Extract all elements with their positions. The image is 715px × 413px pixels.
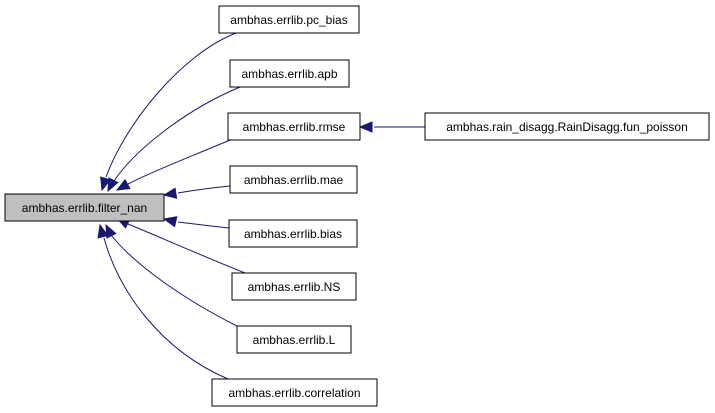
edge-ns xyxy=(115,217,246,274)
node-filter-nan[interactable]: ambhas.errlib.filter_nan xyxy=(4,193,165,222)
edge-rmse-line xyxy=(127,139,231,185)
node-apb[interactable]: ambhas.errlib.apb xyxy=(229,59,350,88)
edge-l-arrowhead xyxy=(105,223,117,239)
node-label-rmse: ambhas.errlib.rmse xyxy=(243,120,346,134)
edge-bias xyxy=(162,216,230,229)
edge-correlation-line xyxy=(103,237,229,380)
edge-correlation xyxy=(97,223,229,380)
edge-mae-arrowhead xyxy=(162,187,178,199)
node-fun-poisson[interactable]: ambhas.rain_disagg.RainDisagg.fun_poisso… xyxy=(424,112,710,141)
node-ns[interactable]: ambhas.errlib.NS xyxy=(231,272,357,301)
edge-fun-poisson xyxy=(358,121,425,133)
edge-apb-arrowhead xyxy=(107,177,119,193)
node-label-l: ambhas.errlib.L xyxy=(253,333,336,347)
edge-ns-line xyxy=(127,223,246,274)
node-label-mae: ambhas.errlib.mae xyxy=(244,173,344,187)
edge-pc-bias-arrowhead xyxy=(100,176,112,192)
graph-nodes: ambhas.errlib.filter_nan ambhas.errlib.p… xyxy=(4,5,710,407)
node-label-filter-nan: ambhas.errlib.filter_nan xyxy=(22,201,147,215)
edge-fun-poisson-arrowhead xyxy=(358,121,373,133)
node-correlation[interactable]: ambhas.errlib.correlation xyxy=(211,378,378,407)
node-label-fun-poisson: ambhas.rain_disagg.RainDisagg.fun_poisso… xyxy=(446,120,688,134)
node-l[interactable]: ambhas.errlib.L xyxy=(236,325,352,354)
node-label-apb: ambhas.errlib.apb xyxy=(241,67,337,81)
edge-apb-line xyxy=(113,86,241,182)
node-label-bias: ambhas.errlib.bias xyxy=(244,227,342,241)
edge-bias-line xyxy=(177,221,230,229)
node-bias[interactable]: ambhas.errlib.bias xyxy=(228,219,358,248)
edge-correlation-arrowhead xyxy=(97,223,109,239)
edge-mae xyxy=(162,185,231,199)
edge-l xyxy=(105,223,238,327)
node-label-correlation: ambhas.errlib.correlation xyxy=(228,386,360,400)
edge-l-line xyxy=(111,235,238,327)
node-rmse[interactable]: ambhas.errlib.rmse xyxy=(227,112,361,141)
edge-apb xyxy=(107,86,241,193)
node-label-ns: ambhas.errlib.NS xyxy=(248,280,341,294)
edge-pc-bias xyxy=(100,32,237,192)
node-label-pc-bias: ambhas.errlib.pc_bias xyxy=(230,13,347,27)
edge-rmse xyxy=(115,139,231,191)
edge-mae-line xyxy=(177,185,231,194)
node-pc-bias[interactable]: ambhas.errlib.pc_bias xyxy=(218,5,360,34)
edge-bias-arrowhead xyxy=(162,216,178,228)
node-mae[interactable]: ambhas.errlib.mae xyxy=(229,165,358,194)
edge-pc-bias-line xyxy=(105,32,237,178)
edge-rmse-arrowhead xyxy=(115,178,131,191)
